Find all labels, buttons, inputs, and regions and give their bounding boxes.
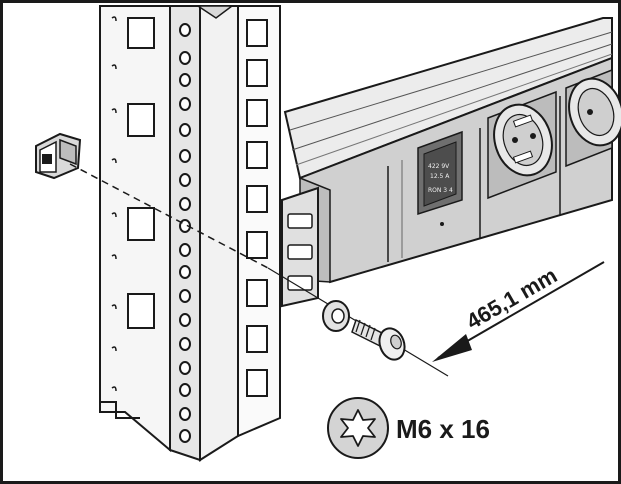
svg-text:RON 3 4: RON 3 4	[428, 187, 453, 194]
cage-nut-icon	[35, 132, 82, 180]
torx-star-icon	[340, 409, 376, 447]
dimension-arrow-icon	[432, 334, 472, 362]
schuko-socket-icon	[565, 68, 621, 168]
washer-icon	[322, 300, 350, 332]
rack-post	[99, 5, 281, 462]
svg-text:422 9V: 422 9V	[428, 163, 450, 170]
dimension-indicator	[432, 261, 605, 362]
alignment-dashed-line	[69, 163, 269, 269]
schuko-socket-icon	[487, 90, 557, 200]
pdu-mounting-bracket	[281, 186, 319, 308]
screw-icon	[351, 318, 406, 361]
torx-badge	[327, 397, 389, 459]
svg-text:12.5 A: 12.5 A	[430, 173, 450, 180]
screw-spec-label: M6 x 16	[396, 414, 490, 444]
pdu-display-module: 422 9V 12.5 A RON 3 4	[417, 130, 463, 226]
